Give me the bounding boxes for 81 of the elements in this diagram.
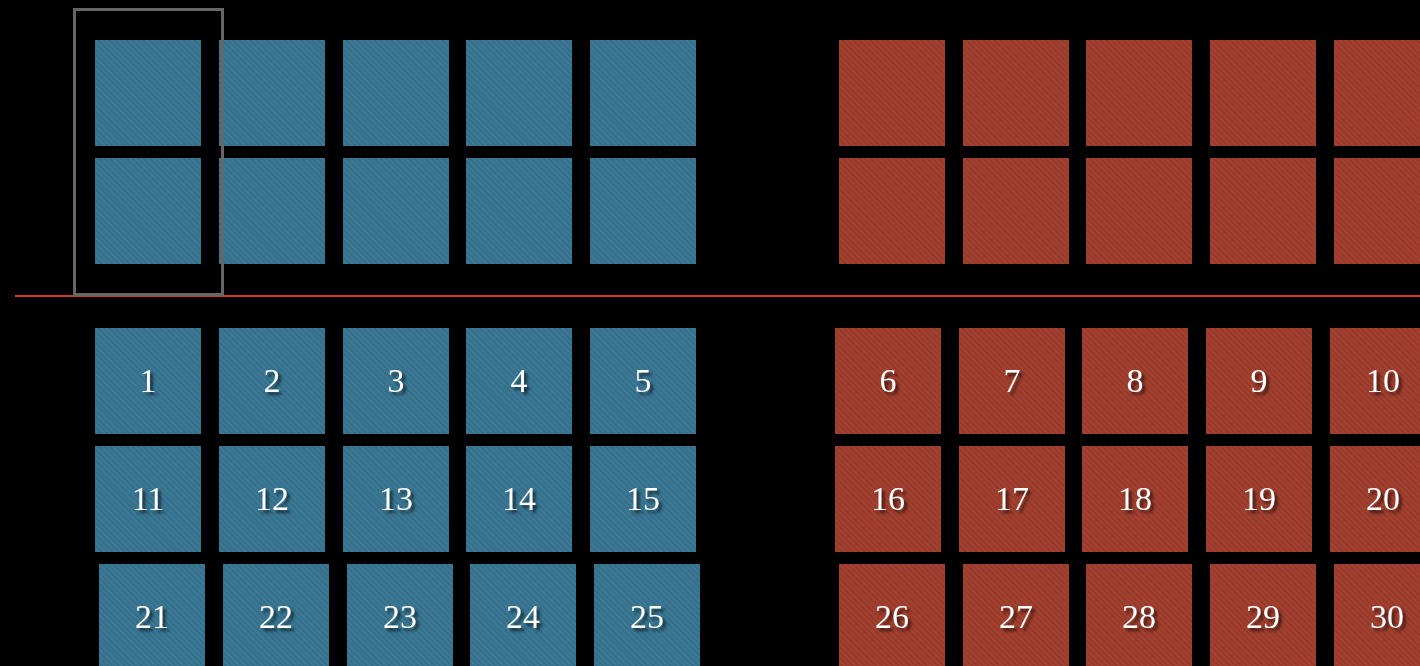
- number-tile: [839, 564, 945, 666]
- number-tile: [1082, 446, 1188, 552]
- tile-number: 23: [383, 598, 417, 636]
- tile-number: 19: [1242, 480, 1276, 518]
- number-tile: [959, 446, 1065, 552]
- tile-number: 5: [634, 362, 652, 400]
- number-tile: [963, 564, 1069, 666]
- tile-number: 3: [387, 362, 405, 400]
- square-tile: [95, 158, 201, 264]
- tile-number: 9: [1250, 362, 1268, 400]
- number-tile: [1210, 564, 1316, 666]
- tile-number: 8: [1126, 362, 1144, 400]
- tile-number: 17: [995, 480, 1029, 518]
- number-tile: [1082, 328, 1188, 434]
- square-tile: [466, 158, 572, 264]
- tile-number: 28: [1122, 598, 1156, 636]
- square-tile: [590, 40, 696, 146]
- highlight-frame: [73, 8, 224, 296]
- tile-number: 11: [131, 480, 165, 518]
- number-tile: [959, 328, 1065, 434]
- tile-number: 24: [506, 598, 540, 636]
- number-tile: [466, 328, 572, 434]
- number-tile: [1334, 564, 1420, 666]
- number-tile: [835, 328, 941, 434]
- number-tile: [1330, 328, 1420, 434]
- tile-number: 13: [379, 480, 413, 518]
- square-tile: [343, 40, 449, 146]
- tile-number: 2: [263, 362, 281, 400]
- square-tile: [963, 40, 1069, 146]
- number-tile: [1206, 328, 1312, 434]
- number-tile: [223, 564, 329, 666]
- tile-number: 20: [1366, 480, 1400, 518]
- tile-number: 1: [139, 362, 157, 400]
- number-tile: [835, 446, 941, 552]
- number-tile: [219, 446, 325, 552]
- square-tile: [219, 158, 325, 264]
- square-tile: [1210, 40, 1316, 146]
- number-tile: [343, 328, 449, 434]
- number-tile: [347, 564, 453, 666]
- number-tile: [1330, 446, 1420, 552]
- tile-number: 29: [1246, 598, 1280, 636]
- number-tile: [470, 564, 576, 666]
- number-tile: [95, 328, 201, 434]
- tile-number: 16: [871, 480, 905, 518]
- tile-number: 14: [502, 480, 536, 518]
- square-tile: [1086, 158, 1192, 264]
- tile-number: 21: [135, 598, 169, 636]
- number-tile: [590, 328, 696, 434]
- number-tile: [99, 564, 205, 666]
- square-tile: [1210, 158, 1316, 264]
- tile-number: 25: [630, 598, 664, 636]
- square-tile: [1086, 40, 1192, 146]
- square-tile: [963, 158, 1069, 264]
- square-tile: [95, 40, 201, 146]
- tile-number: 18: [1118, 480, 1152, 518]
- number-tile: [219, 328, 325, 434]
- tile-number: 15: [626, 480, 660, 518]
- tile-number: 7: [1003, 362, 1021, 400]
- tile-number: 10: [1366, 362, 1400, 400]
- number-tile: [95, 446, 201, 552]
- square-tile: [1334, 158, 1420, 264]
- number-tile: [590, 446, 696, 552]
- square-tile: [1334, 40, 1420, 146]
- square-tile: [590, 158, 696, 264]
- square-tile: [219, 40, 325, 146]
- tile-number: 4: [510, 362, 528, 400]
- tile-number: 26: [875, 598, 909, 636]
- tile-number: 12: [255, 480, 289, 518]
- square-tile: [343, 158, 449, 264]
- number-tile: [1206, 446, 1312, 552]
- number-tile: [343, 446, 449, 552]
- square-tile: [466, 40, 572, 146]
- number-tile: [1086, 564, 1192, 666]
- tile-number: 6: [879, 362, 897, 400]
- square-tile: [839, 40, 945, 146]
- number-tile: [594, 564, 700, 666]
- number-tile: [466, 446, 572, 552]
- square-tile: [839, 158, 945, 264]
- tile-number: 27: [999, 598, 1033, 636]
- tile-number: 30: [1370, 598, 1404, 636]
- tile-number: 22: [259, 598, 293, 636]
